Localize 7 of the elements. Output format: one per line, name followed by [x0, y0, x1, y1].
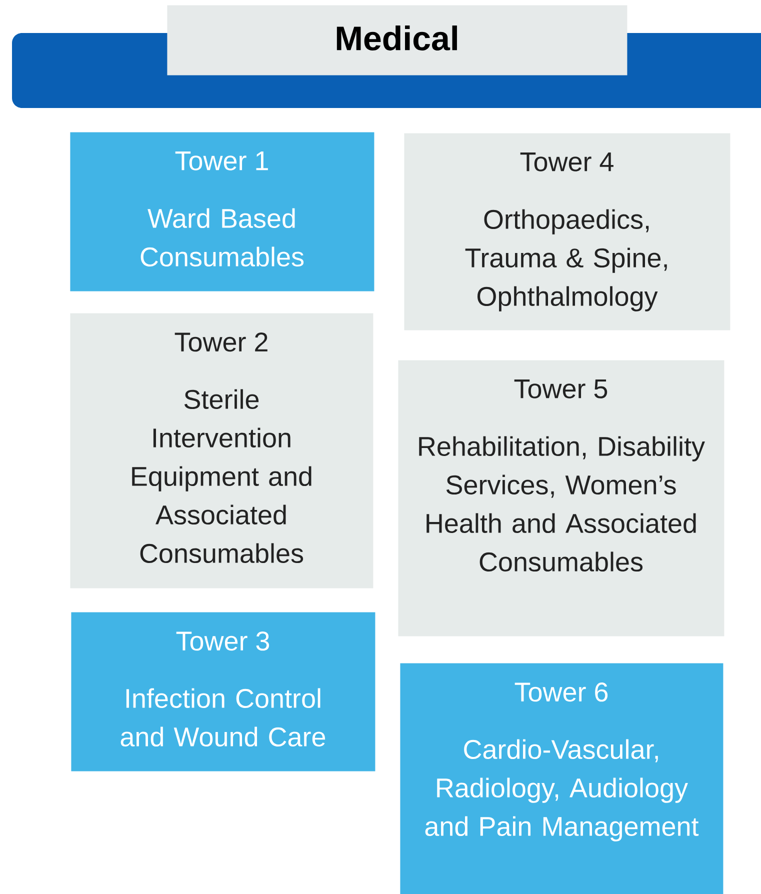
title-box: Medical	[167, 5, 628, 76]
tower-box: Tower 6 Cardio-Vascular, Radiology, Audiology and Pain Management	[400, 663, 724, 894]
tower-box: Tower 3 Infection Control and Wound Care	[71, 612, 376, 772]
tower-box: Tower 1 Ward Based Consumables	[70, 132, 374, 292]
tower-box: Tower 5 Rehabilitation, Disability Services, Women’s Health and Associated Consumables	[398, 360, 724, 636]
tower-box: Tower 4 Orthopaedics, Trauma & Spine, Ophthalmology	[404, 133, 730, 330]
tower-box: Tower 2 Sterile Intervention Equipment and Associated Consumables	[70, 313, 374, 588]
